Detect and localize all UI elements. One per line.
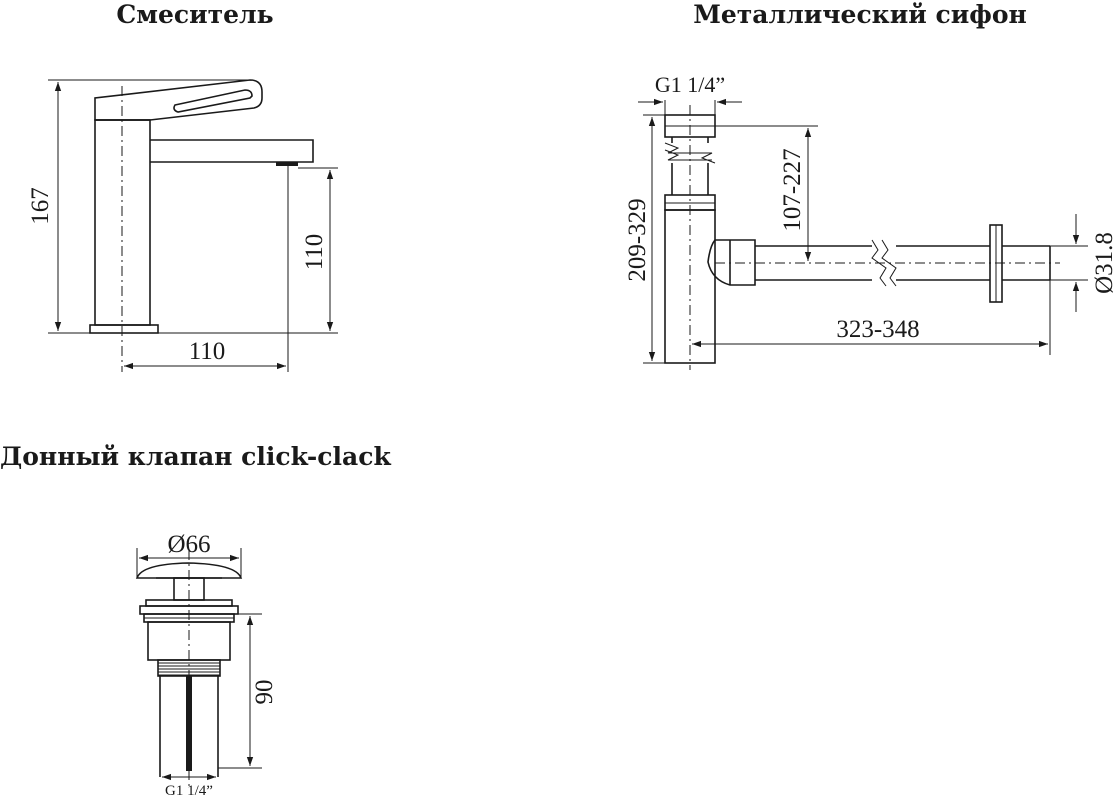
mixer-body <box>89 79 314 372</box>
mixer-height-label: 167 <box>27 187 54 225</box>
mixer-base <box>89 324 159 334</box>
drain-title: Донный клапан click-clack <box>0 442 391 471</box>
mixer-title: Смеситель <box>116 0 273 29</box>
mixer-spout-height-label: 110 <box>301 234 328 271</box>
mixer-spout-reach-label: 110 <box>189 338 226 365</box>
mixer-lever-slot <box>173 89 253 113</box>
siphon-drawing: Металлический сифон <box>624 0 1118 370</box>
mixer-lever <box>94 79 263 121</box>
drain-rod <box>186 676 192 771</box>
drain-body <box>135 550 243 790</box>
drain-drawing: Донный клапан click-clack <box>0 442 391 799</box>
mixer-drawing: Смеситель 167 110 110 <box>27 0 338 372</box>
drain-height-label: 90 <box>251 680 278 705</box>
mixer-spout <box>150 139 314 163</box>
drain-diameter-label: Ø66 <box>167 531 210 558</box>
siphon-title: Металлический сифон <box>693 0 1027 29</box>
siphon-outlet-height-label: 107-227 <box>779 148 806 231</box>
siphon-diameter-label: Ø31.8 <box>1091 232 1118 294</box>
drain-thread-label: G1 1/4” <box>165 783 213 799</box>
siphon-thread-label: G1 1/4” <box>655 72 725 97</box>
drain-cap <box>135 562 243 579</box>
siphon-height-label: 209-329 <box>624 198 651 281</box>
siphon-length-label: 323-348 <box>836 316 919 343</box>
mixer-aerator <box>276 162 298 166</box>
